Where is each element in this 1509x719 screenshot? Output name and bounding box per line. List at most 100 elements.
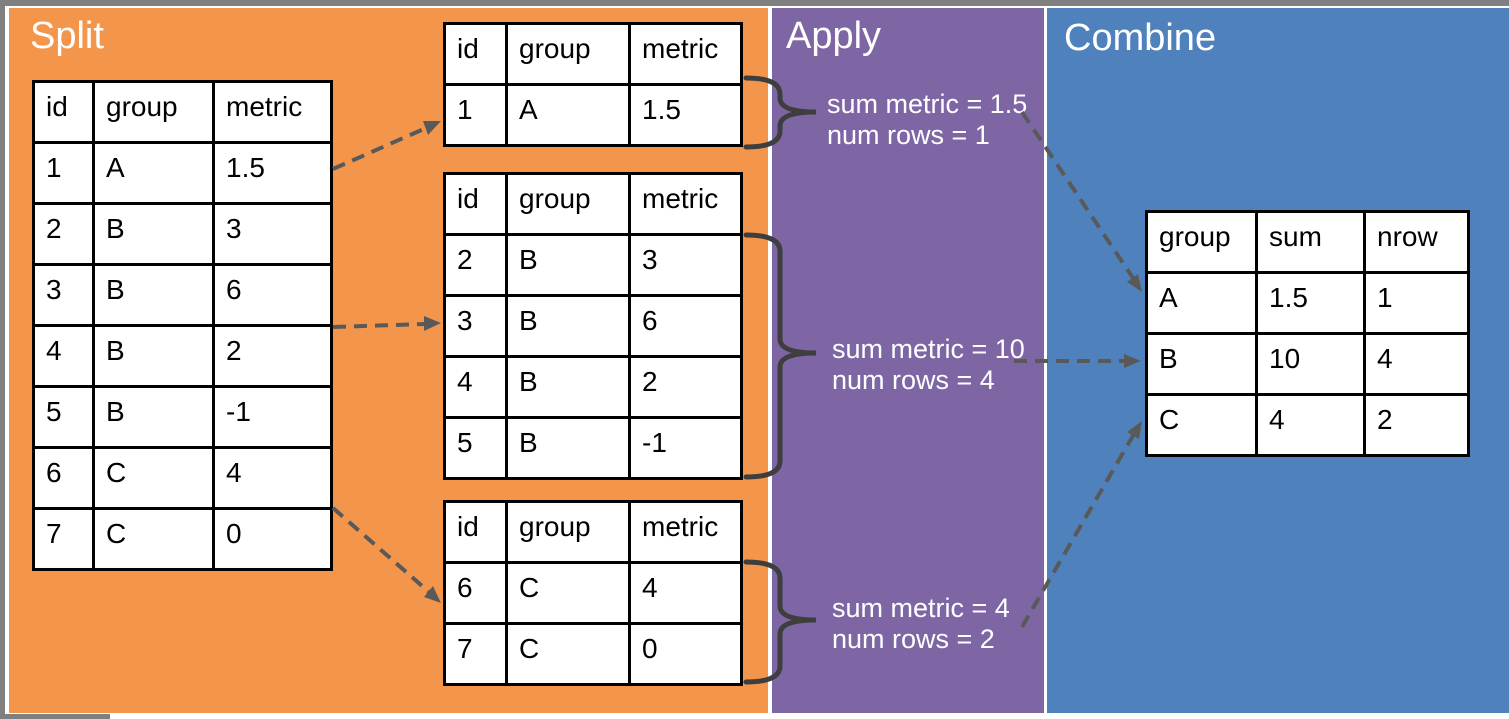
annotation-line: num rows = 2 (832, 624, 995, 654)
column-header: metric (212, 80, 333, 144)
table-cell: C (505, 561, 631, 625)
table-cell: B (505, 233, 631, 297)
window-border-left (0, 0, 5, 719)
table-cell: A (1145, 271, 1258, 335)
table-cell: 1 (1363, 271, 1470, 335)
table-cell: 4 (32, 324, 95, 388)
table-cell: 1.5 (628, 83, 743, 147)
table-cell: B (92, 324, 215, 388)
table-cell: B (92, 202, 215, 266)
table-cell: 7 (443, 622, 508, 686)
table-cell: B (505, 416, 631, 480)
column-header: id (443, 22, 508, 86)
table-cell: B (1145, 332, 1258, 396)
table-cell: 2 (32, 202, 95, 266)
column-header: nrow (1363, 210, 1470, 274)
table-cell: 10 (1255, 332, 1366, 396)
table-cell: C (1145, 393, 1258, 457)
table-cell: -1 (212, 385, 333, 449)
table-cell: 0 (628, 622, 743, 686)
column-header: group (505, 22, 631, 86)
column-header: group (1145, 210, 1258, 274)
table-cell: 1.5 (1255, 271, 1366, 335)
column-header: metric (628, 22, 743, 86)
annotation-line: sum metric = 1.5 (827, 89, 1028, 119)
annotation-line: sum metric = 10 (832, 334, 1025, 364)
table-cell: 3 (443, 294, 508, 358)
table-cell: 3 (32, 263, 95, 327)
column-header: group (92, 80, 215, 144)
table-cell: -1 (628, 416, 743, 480)
combine-panel-title: Combine (1064, 17, 1217, 59)
column-header: metric (628, 500, 743, 564)
split-panel-title: Split (30, 15, 104, 57)
table-cell: 4 (628, 561, 743, 625)
column-header: sum (1255, 210, 1366, 274)
table-cell: C (92, 446, 215, 510)
table-cell: 5 (32, 385, 95, 449)
table-cell: 5 (443, 416, 508, 480)
annotation-line: num rows = 4 (832, 365, 995, 395)
table-cell: 6 (212, 263, 333, 327)
table-cell: 4 (1255, 393, 1366, 457)
table-cell: 4 (212, 446, 333, 510)
column-header: id (443, 172, 508, 236)
column-header: group (505, 500, 631, 564)
table-cell: A (505, 83, 631, 147)
apply-panel: Apply (772, 8, 1044, 713)
table-cell: 3 (628, 233, 743, 297)
table-cell: 6 (443, 561, 508, 625)
annotation-line: sum metric = 4 (832, 593, 1010, 623)
table-cell: 2 (443, 233, 508, 297)
table-cell: 2 (1363, 393, 1470, 457)
window-border-top (0, 0, 1509, 6)
table-cell: 7 (32, 507, 95, 571)
table-cell: 6 (628, 294, 743, 358)
table-cell: 6 (32, 446, 95, 510)
apply-annotation-group-a: sum metric = 1.5 num rows = 1 (827, 89, 1027, 151)
table-cell: 2 (628, 355, 743, 419)
table-cell: B (92, 385, 215, 449)
apply-panel-title: Apply (786, 15, 882, 57)
annotation-line: num rows = 1 (827, 120, 990, 150)
table-cell: 1 (32, 141, 95, 205)
table-cell: B (92, 263, 215, 327)
table-cell: B (505, 355, 631, 419)
table-cell: 4 (1363, 332, 1470, 396)
table-cell: B (505, 294, 631, 358)
window-border-bottom (0, 714, 110, 719)
table-cell: A (92, 141, 215, 205)
table-cell: 0 (212, 507, 333, 571)
column-header: metric (628, 172, 743, 236)
column-header: id (443, 500, 508, 564)
table-cell: 1 (443, 83, 508, 147)
column-header: group (505, 172, 631, 236)
table-cell: C (92, 507, 215, 571)
table-cell: 2 (212, 324, 333, 388)
column-header: id (32, 80, 95, 144)
